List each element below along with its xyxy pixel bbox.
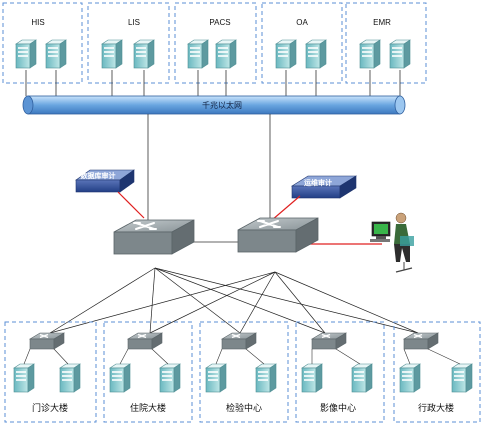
system-group-emr: EMR: [345, 2, 427, 84]
server-icon: [15, 39, 37, 69]
server-icon: [351, 363, 373, 393]
server-icon: [215, 39, 237, 69]
server-icon: [451, 363, 473, 393]
access-links: [49, 267, 419, 334]
access-switch-icon: [311, 332, 347, 350]
db-audit-label: 数据库审计: [81, 171, 116, 180]
server-icon: [399, 363, 421, 393]
server-icon: [389, 39, 411, 69]
building-label-imaging-center: 影像中心: [320, 402, 356, 413]
ops-audit-label: 运维审计: [304, 178, 332, 187]
building-label-admin: 行政大楼: [418, 402, 454, 413]
server-icon: [301, 363, 323, 393]
core-switch-left: [113, 219, 195, 255]
access-switch-icon: [29, 332, 65, 350]
server-icon: [275, 39, 297, 69]
server-icon: [109, 363, 131, 393]
system-uplinks: [25, 70, 401, 96]
server-icon: [13, 363, 35, 393]
audit-links: [117, 191, 382, 245]
server-icon: [159, 363, 181, 393]
server-icon: [255, 363, 277, 393]
system-label-his: HIS: [31, 18, 44, 27]
core-uplinks: [147, 114, 271, 222]
access-switch-icon: [127, 332, 163, 350]
system-group-lis: LIS: [87, 2, 170, 84]
admin-workstation-icon: [370, 212, 414, 273]
system-label-oa: OA: [296, 18, 308, 27]
system-group-his: HIS: [2, 2, 83, 84]
server-icon: [59, 363, 81, 393]
building-label-inpatient: 住院大楼: [130, 402, 166, 413]
db-audit-device: 数据库审计: [75, 169, 135, 193]
system-label-pacs: PACS: [209, 18, 230, 27]
backbone-label: 千兆以太网: [202, 100, 242, 110]
building-group-inpatient: 住院大楼: [103, 321, 193, 423]
ethernet-backbone-bus: 千兆以太网: [22, 95, 406, 115]
server-icon: [359, 39, 381, 69]
building-group-outpatient: 门诊大楼: [4, 321, 97, 423]
system-group-oa: OA: [261, 2, 343, 84]
access-switch-icon: [403, 332, 439, 350]
server-icon: [187, 39, 209, 69]
server-icon: [101, 39, 123, 69]
server-icon: [45, 39, 67, 69]
system-group-pacs: PACS: [174, 2, 257, 84]
ops-audit-device: 运维审计: [290, 175, 358, 199]
building-group-imaging-center: 影像中心: [295, 321, 385, 423]
system-label-lis: LIS: [128, 18, 140, 27]
core-switch-right: [237, 217, 319, 253]
system-label-emr: EMR: [373, 18, 391, 27]
building-label-outpatient: 门诊大楼: [32, 402, 68, 413]
server-icon: [133, 39, 155, 69]
building-group-admin: 行政大楼: [393, 321, 481, 423]
building-label-lab-center: 检验中心: [226, 402, 262, 413]
server-icon: [205, 363, 227, 393]
building-group-lab-center: 检验中心: [199, 321, 289, 423]
access-switch-icon: [221, 332, 257, 350]
server-icon: [305, 39, 327, 69]
